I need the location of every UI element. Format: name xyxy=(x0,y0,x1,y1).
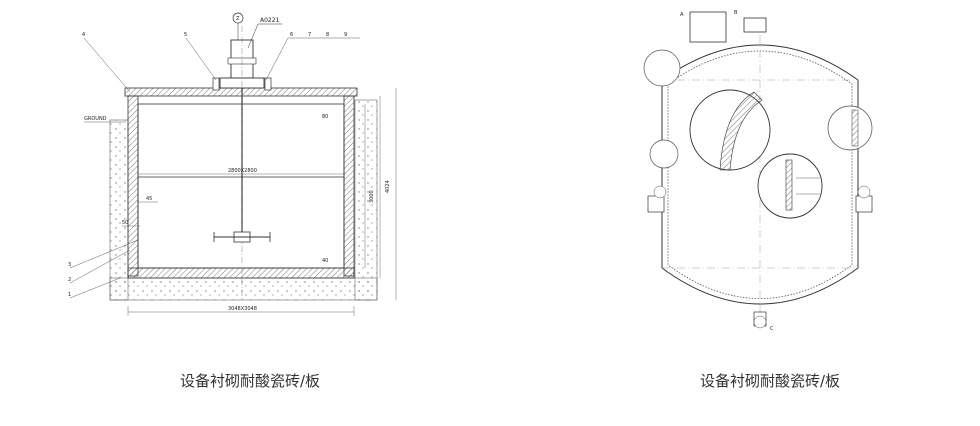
detail-circle-icon xyxy=(649,139,679,169)
detail-circle-icon xyxy=(827,105,873,151)
bottom-nozzle-label: C xyxy=(770,326,774,332)
tag-label: A0221 xyxy=(260,17,280,24)
dim-3000: 3000 xyxy=(369,190,375,203)
right-drawing-panel: A B C xyxy=(620,0,900,340)
inner-width-dimension: 2800X2800 xyxy=(228,168,257,174)
label-2: 2 xyxy=(68,277,71,283)
ground-label: GROUND xyxy=(84,116,107,122)
dim-4024: 4024 xyxy=(385,180,391,193)
outer-width-dimension: 3048X3048 xyxy=(228,306,257,312)
label-5: 5 xyxy=(184,32,187,38)
dim-80: 80 xyxy=(322,114,328,120)
label-9: 9 xyxy=(344,32,347,38)
label-8: 8 xyxy=(326,32,329,38)
vessel-lining-drawing: A B C xyxy=(643,10,873,332)
left-drawing-panel: Z A0221 4 5 6 7 8 9 GROUND 3 2 1 2800X28… xyxy=(60,0,420,330)
nozzle-label-b: B xyxy=(734,10,738,16)
label-1: 1 xyxy=(68,292,71,298)
nozzle-label-a: A xyxy=(680,12,684,18)
detail-circle-icon xyxy=(643,49,681,87)
label-6: 6 xyxy=(290,32,293,38)
dim-45: 45 xyxy=(146,196,152,202)
left-caption: 设备衬砌耐酸瓷砖/板 xyxy=(179,372,321,390)
dim-50: 50 xyxy=(122,220,128,226)
right-caption: 设备衬砌耐酸瓷砖/板 xyxy=(699,372,841,390)
tank-section-drawing: Z A0221 4 5 6 7 8 9 GROUND 3 2 1 2800X28… xyxy=(68,12,397,316)
label-3: 3 xyxy=(68,262,71,268)
ref-circle-label: Z xyxy=(236,16,240,22)
label-4: 4 xyxy=(82,32,85,38)
label-7: 7 xyxy=(308,32,311,38)
dim-40: 40 xyxy=(322,258,328,264)
